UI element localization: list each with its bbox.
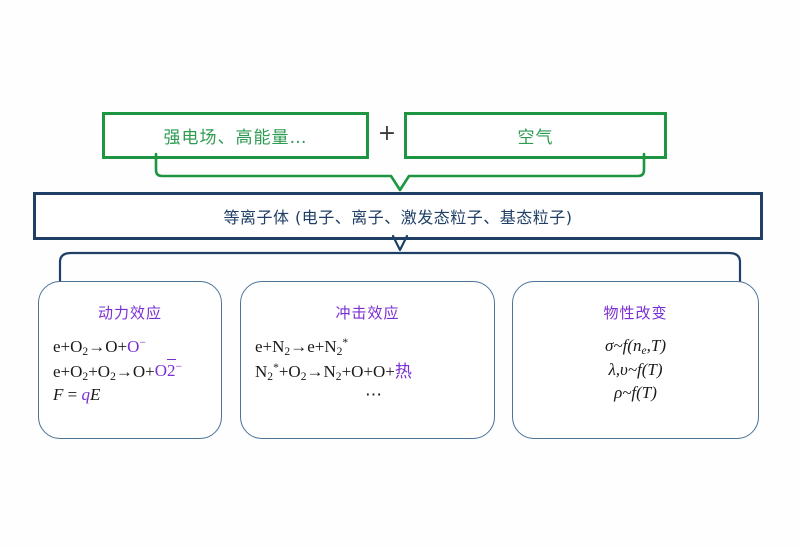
plus-operator-label: + xyxy=(377,120,397,146)
effect-title-property: 物性改变 xyxy=(603,304,668,322)
navy-split-brace xyxy=(58,234,742,284)
formula-line: e+N2→e+N2* xyxy=(255,336,349,358)
input-box-strong-field: 强电场、高能量… xyxy=(102,112,369,159)
effect-box-kinetic: 动力效应 e+O2→O+O− e+O2+O2→O+O2− F = qE xyxy=(38,281,222,439)
plasma-box: 等离子体 (电子、离子、激发态粒子、基态粒子) xyxy=(33,192,763,240)
input-box-air: 空气 xyxy=(404,112,667,159)
effect-title-kinetic: 动力效应 xyxy=(97,304,162,322)
input-box-air-label: 空气 xyxy=(517,128,554,148)
formula-line: ρ~f(T) xyxy=(614,382,657,402)
formula-line: λ,υ~f(T) xyxy=(608,359,663,379)
formula-line: e+O2→O+O− xyxy=(53,336,146,358)
green-merge-brace xyxy=(154,152,646,192)
effect-formulas-property: σ~f(ne,T) λ,υ~f(T) ρ~f(T) xyxy=(513,335,758,405)
effect-box-property: 物性改变 σ~f(ne,T) λ,υ~f(T) ρ~f(T) xyxy=(512,281,759,439)
input-box-strong-field-label: 强电场、高能量… xyxy=(163,128,308,148)
effect-title-impact: 冲击效应 xyxy=(335,304,400,322)
plasma-label: 等离子体 (电子、离子、激发态粒子、基态粒子) xyxy=(223,208,573,227)
effect-formulas-kinetic: e+O2→O+O− e+O2+O2→O+O2− F = qE xyxy=(39,335,221,407)
formula-line: N2*+O2→N2+O+O+热 xyxy=(255,360,412,383)
effect-box-impact: 冲击效应 e+N2→e+N2* N2*+O2→N2+O+O+热 ⋯ xyxy=(240,281,495,439)
plus-operator: + xyxy=(371,120,403,146)
formula-line: σ~f(ne,T) xyxy=(605,336,666,358)
formula-line: F = qE xyxy=(53,385,101,405)
formula-line: e+O2+O2→O+O2− xyxy=(53,359,183,383)
effect-formulas-impact: e+N2→e+N2* N2*+O2→N2+O+O+热 ⋯ xyxy=(241,335,494,407)
formula-ellipsis: ⋯ xyxy=(365,385,384,405)
